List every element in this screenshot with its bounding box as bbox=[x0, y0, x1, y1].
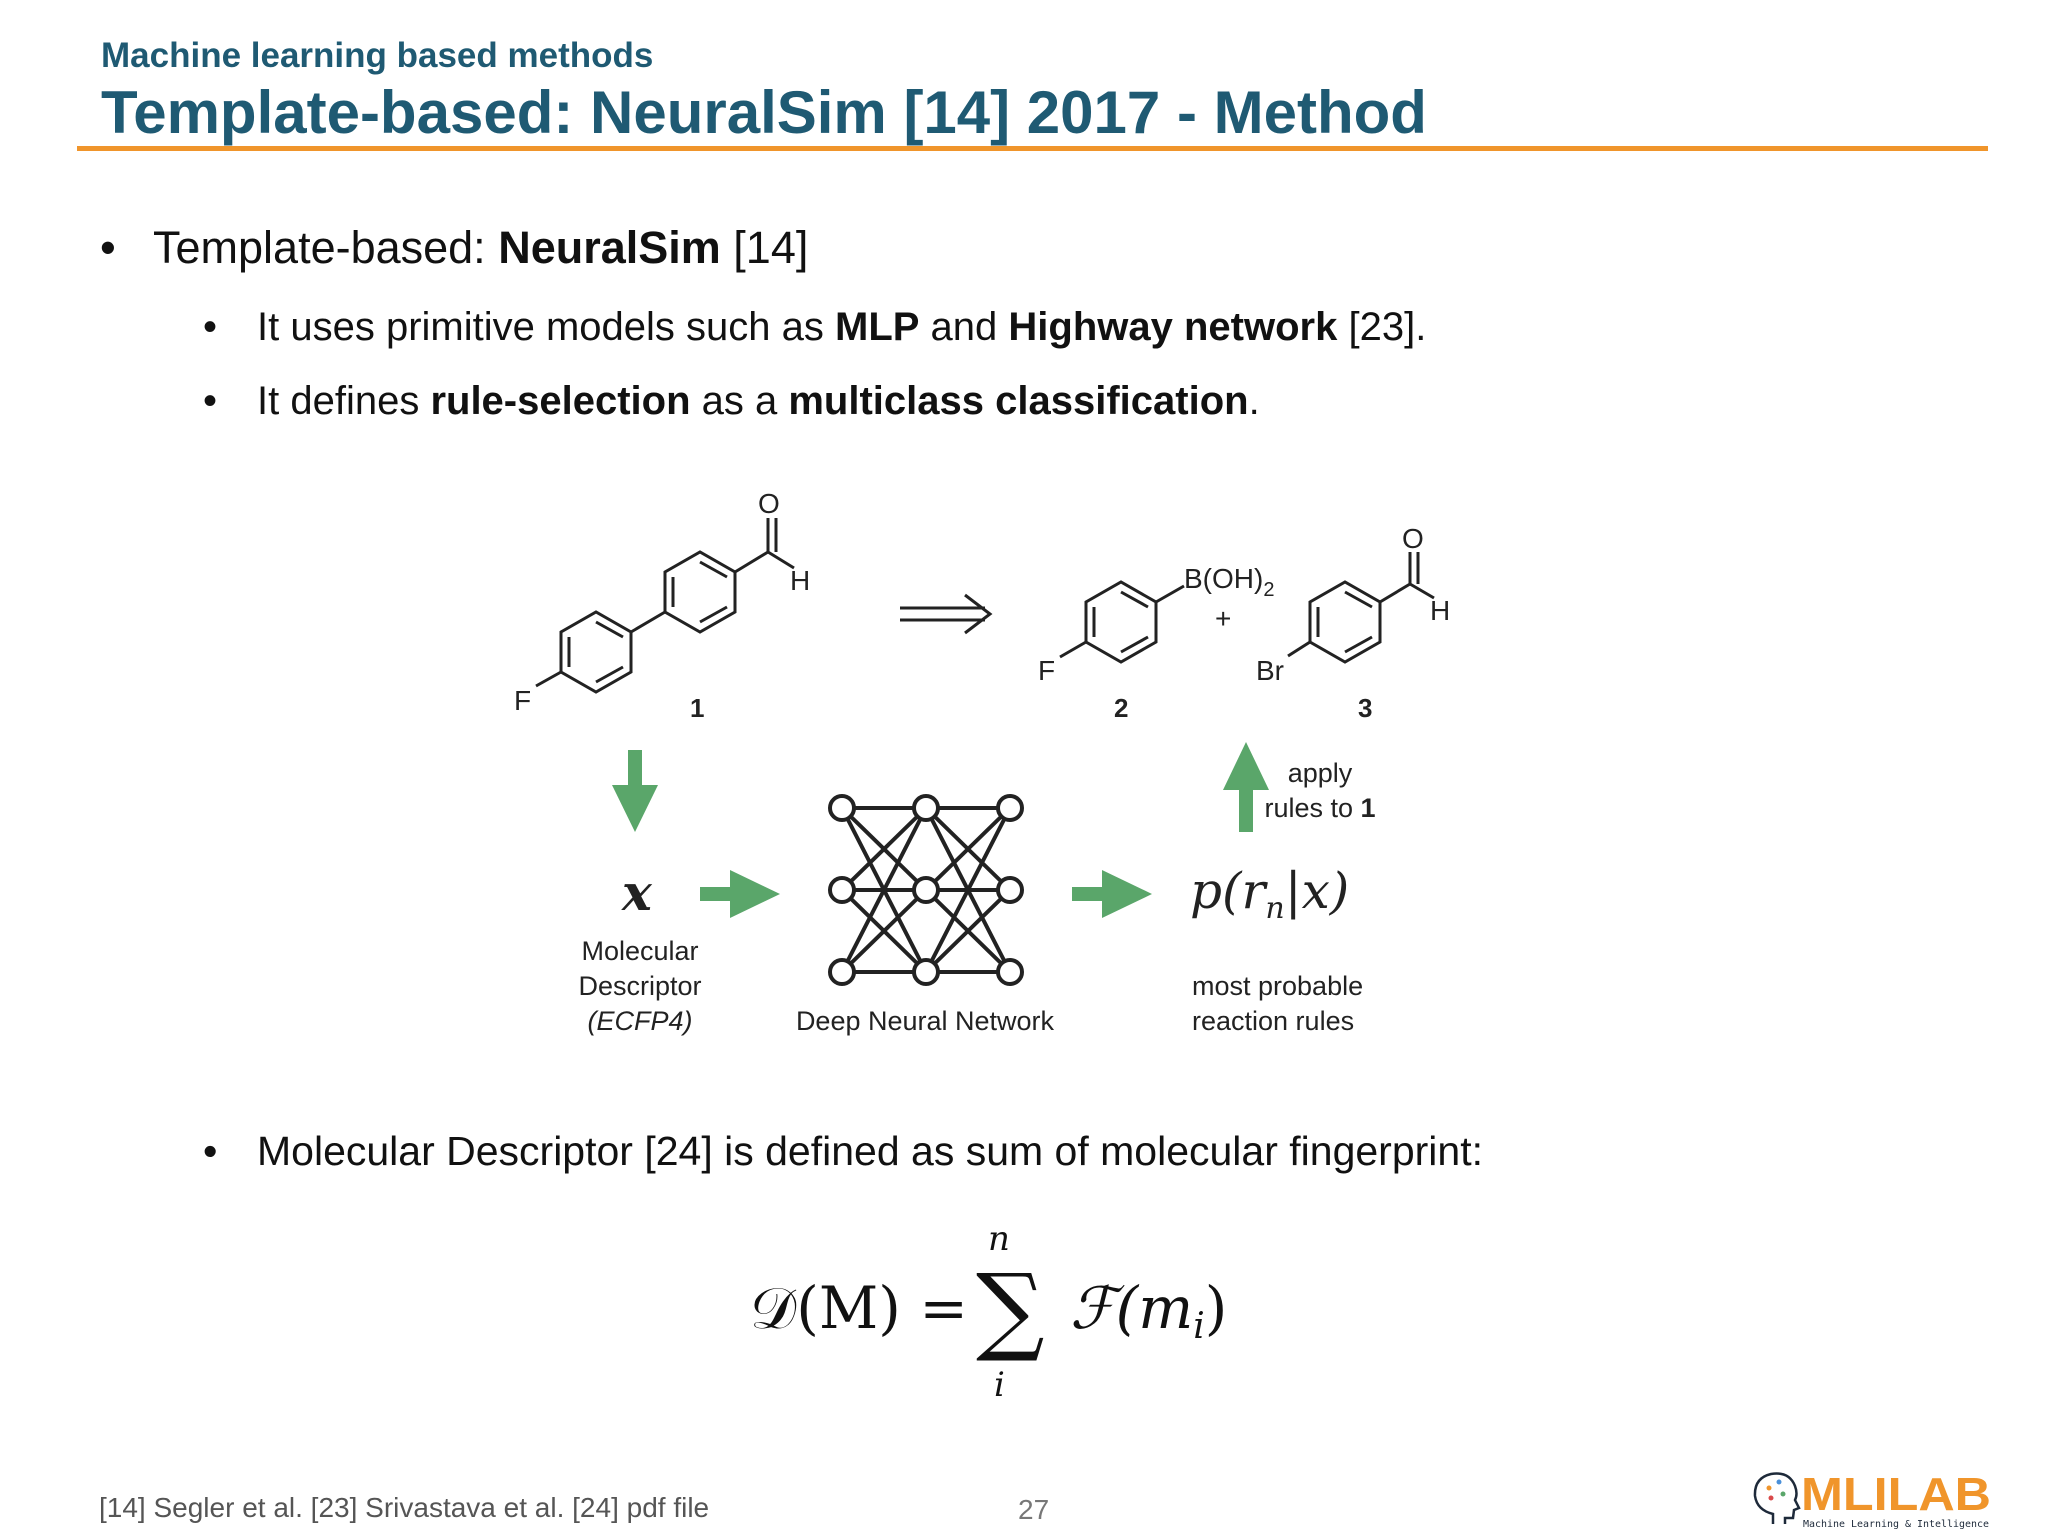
atom-h: H bbox=[1430, 595, 1450, 626]
molecule-2 bbox=[1059, 580, 1185, 664]
atom-f: F bbox=[1038, 655, 1055, 686]
descriptor-label-1: Molecular bbox=[581, 936, 698, 966]
logo-subtitle: Machine Learning & Intelligence bbox=[1803, 1519, 1989, 1530]
bullet-dot: • bbox=[203, 305, 218, 349]
bullet-primitive-models: • It uses primitive models such as MLP a… bbox=[203, 305, 1427, 349]
descriptor-formula: 𝒟(M) = n ∑ i ℱ(mi) bbox=[750, 1219, 1227, 1405]
result-label-2: reaction rules bbox=[1192, 1006, 1354, 1036]
bullet-dot: • bbox=[203, 1128, 218, 1174]
atom-f: F bbox=[514, 685, 531, 716]
logo-text: MLILAB bbox=[1801, 1468, 1991, 1520]
boronic-acid-group: B(OH)2 bbox=[1184, 563, 1274, 601]
molecule-3 bbox=[1287, 552, 1435, 664]
page-number: 27 bbox=[1018, 1494, 1050, 1525]
retro-arrow-icon bbox=[900, 593, 993, 635]
probability-expression: p(rn|x) bbox=[1190, 862, 1349, 926]
atom-h: H bbox=[790, 565, 810, 596]
footer-references: [14] Segler et al. [23] Srivastava et al… bbox=[99, 1492, 710, 1523]
network-label: Deep Neural Network bbox=[796, 1006, 1055, 1036]
bullet-molecular-descriptor: • Molecular Descriptor [24] is defined a… bbox=[203, 1128, 1483, 1174]
apply-label-2: rules to 1 bbox=[1264, 793, 1375, 823]
result-label-1: most probable bbox=[1192, 971, 1363, 1001]
slide-title: Template-based: NeuralSim [14] 2017 - Me… bbox=[101, 79, 1427, 146]
neuralsim-figure: F O H 1 F B(OH)2 + 2 Br O H 3 bbox=[514, 488, 1450, 1036]
apply-label-1: apply bbox=[1288, 758, 1353, 788]
mlilab-logo: MLILAB Machine Learning & Intelligence bbox=[1753, 1468, 1991, 1530]
formula-upper: n bbox=[988, 1219, 1010, 1259]
molecule-1-label: 1 bbox=[690, 693, 704, 723]
atom-br: Br bbox=[1256, 655, 1284, 686]
molecule-3-label: 3 bbox=[1358, 693, 1372, 723]
formula-rhs: ℱ(mi) bbox=[1070, 1274, 1227, 1347]
sigma-icon: ∑ bbox=[976, 1253, 1045, 1365]
neuralsim-bold: NeuralSim bbox=[498, 222, 721, 273]
title-divider bbox=[77, 146, 1988, 151]
bullet-dot: • bbox=[100, 222, 116, 273]
plus-sign: + bbox=[1215, 603, 1231, 634]
formula-lhs: 𝒟(M) = bbox=[750, 1274, 968, 1342]
atom-o: O bbox=[1402, 523, 1424, 554]
neural-network-icon bbox=[828, 794, 1024, 986]
section-label: Machine learning based methods bbox=[101, 36, 654, 75]
bullet-template-based: • Template-based: NeuralSim [14] bbox=[100, 222, 809, 273]
head-icon bbox=[1753, 1472, 1801, 1524]
molecule-2-label: 2 bbox=[1114, 693, 1128, 723]
descriptor-label-2: Descriptor bbox=[578, 971, 701, 1001]
bullet-dot: • bbox=[203, 379, 218, 423]
x-symbol: x bbox=[621, 863, 653, 922]
bullet-rule-selection: • It defines rule-selection as a multicl… bbox=[203, 379, 1260, 423]
formula-lower: i bbox=[994, 1365, 1005, 1405]
molecule-1 bbox=[535, 518, 795, 694]
atom-o: O bbox=[758, 488, 780, 519]
descriptor-label-3: (ECFP4) bbox=[587, 1006, 692, 1036]
green-arrows bbox=[612, 742, 1269, 918]
